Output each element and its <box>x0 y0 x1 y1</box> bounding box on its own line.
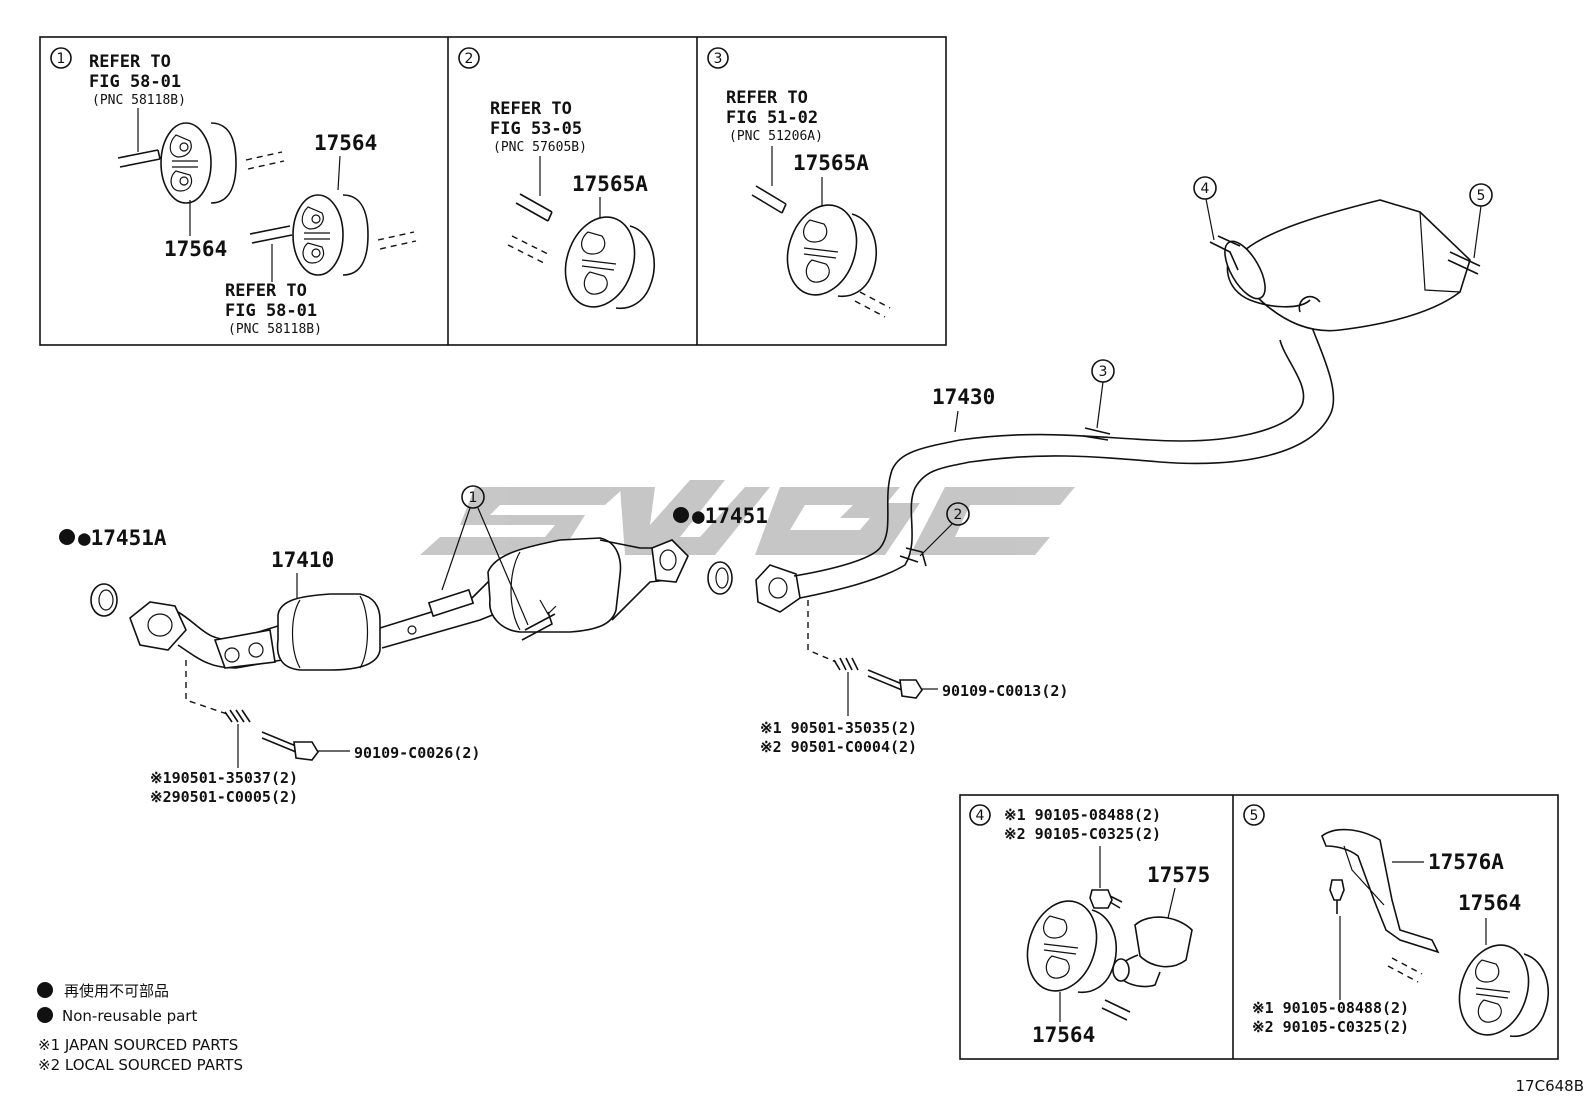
inset-1-part-top: 17564 <box>314 131 377 155</box>
diagram-code: 17C648B <box>1516 1077 1584 1095</box>
inset-2-ref-line2: FIG 53-05 <box>490 119 582 139</box>
front-spring-1: ※190501-35037(2) <box>150 769 298 787</box>
tail-pipe-muffler: 17430 <box>755 199 1481 613</box>
center-bolt-spring: 90109-C0013(2) ※1 90501-35035(2) ※2 9050… <box>760 600 1068 756</box>
inset-1-ref-a-line2: FIG 58-01 <box>89 72 181 92</box>
inset-4-note-1: ※1 90105-08488(2) <box>1004 806 1161 824</box>
inset-3-number: 3 <box>714 51 723 67</box>
inset-panel-bottom <box>959 794 1559 1060</box>
inset-panel-top <box>39 36 947 346</box>
inset-1-callout <box>50 47 72 69</box>
inset-3-ref-line1: REFER TO <box>726 88 808 108</box>
legend-jp: 再使用不可部品 <box>64 982 169 1000</box>
inset-3-ref-line2: FIG 51-02 <box>726 108 818 128</box>
tail-pipe-label: 17430 <box>932 385 995 409</box>
inset-1-ref-b-line2: FIG 58-01 <box>225 301 317 321</box>
inset-2-part: 17565A <box>572 172 648 196</box>
gasket-center: ●17451 <box>673 504 768 595</box>
callout-3-number: 3 <box>1099 364 1108 380</box>
legend-note-1: ※1 JAPAN SOURCED PARTS <box>38 1036 238 1054</box>
inset-5: 5 17576A ※1 90105-08488(2) ※2 90105-C032… <box>1243 804 1550 1045</box>
gasket-front: ●17451A <box>59 526 167 617</box>
callout-4: 4 <box>1193 176 1217 241</box>
front-spring-2: ※290501-C0005(2) <box>150 788 298 806</box>
rubber-hanger-icon <box>775 195 878 305</box>
inset-3: 3 REFER TO FIG 51-02 (PNC 51206A) 17565A <box>707 47 891 318</box>
inset-5-note-2: ※2 90105-C0325(2) <box>1252 1018 1409 1036</box>
front-bolt-spring: 90109-C0026(2) ※190501-35037(2) ※290501-… <box>150 660 480 806</box>
inset-1-ref-a-line1: REFER TO <box>89 52 171 72</box>
legend-note-2: ※2 LOCAL SOURCED PARTS <box>38 1056 243 1074</box>
inset-4-part-bracket: 17575 <box>1147 863 1210 887</box>
callout-4-number: 4 <box>1201 181 1210 197</box>
inset-5-note-1: ※1 90105-08488(2) <box>1252 999 1409 1017</box>
callout-1-number: 1 <box>469 490 478 506</box>
inset-1-ref-b-line1: REFER TO <box>225 281 307 301</box>
inset-1-part-left: 17564 <box>164 237 227 261</box>
inset-5-number: 5 <box>1250 808 1259 824</box>
inset-1-ref-b-pnc: (PNC 58118B) <box>228 322 322 337</box>
callout-1: 1 <box>441 485 529 626</box>
front-bolt-label: 90109-C0026(2) <box>354 744 480 762</box>
inset-5-part-bracket: 17576A <box>1428 850 1504 874</box>
gasket-front-label: ●17451A <box>78 526 167 550</box>
callout-2: 2 <box>919 502 970 557</box>
inset-3-part: 17565A <box>793 151 869 175</box>
inset-2-number: 2 <box>465 51 474 67</box>
callout-3: 3 <box>1091 359 1115 429</box>
watermark <box>420 480 1075 555</box>
callout-5-number: 5 <box>1477 188 1486 204</box>
front-exhaust-pipe: 17410 <box>129 537 689 671</box>
inset-1: 1 REFER TO FIG 58-01 (PNC 58118B) 17564 … <box>50 47 417 337</box>
legend: 再使用不可部品 Non-reusable part ※1 JAPAN SOURC… <box>37 982 243 1074</box>
inset-4: 4 ※1 90105-08488(2) ※2 90105-C0325(2) 17… <box>969 804 1210 1047</box>
rubber-hanger-icon <box>1447 935 1550 1045</box>
legend-en: Non-reusable part <box>62 1007 197 1025</box>
inset-1-number: 1 <box>57 51 66 67</box>
callout-2-number: 2 <box>954 507 963 523</box>
inset-4-note-2: ※2 90105-C0325(2) <box>1004 825 1161 843</box>
inset-4-number: 4 <box>976 808 985 824</box>
inset-2-ref-pnc: (PNC 57605B) <box>493 140 587 155</box>
inset-5-part-rubber: 17564 <box>1458 891 1521 915</box>
rubber-hanger-icon <box>160 122 237 204</box>
center-bolt-label: 90109-C0013(2) <box>942 682 1068 700</box>
center-spring-1: ※1 90501-35035(2) <box>760 719 917 737</box>
hanger-rod <box>117 149 161 168</box>
inset-2: 2 REFER TO FIG 53-05 (PNC 57605B) 17565A <box>458 47 656 317</box>
inset-2-ref-line1: REFER TO <box>490 99 572 119</box>
callout-5: 5 <box>1469 183 1493 259</box>
inset-4-part-rubber: 17564 <box>1032 1023 1095 1047</box>
rubber-hanger-icon <box>553 207 656 317</box>
front-pipe-label: 17410 <box>271 548 334 572</box>
inset-3-ref-pnc: (PNC 51206A) <box>729 129 823 144</box>
gasket-center-label: ●17451 <box>692 504 768 528</box>
rubber-hanger-icon <box>292 194 369 276</box>
center-spring-2: ※2 90501-C0004(2) <box>760 738 917 756</box>
inset-1-ref-a-pnc: (PNC 58118B) <box>92 93 186 108</box>
